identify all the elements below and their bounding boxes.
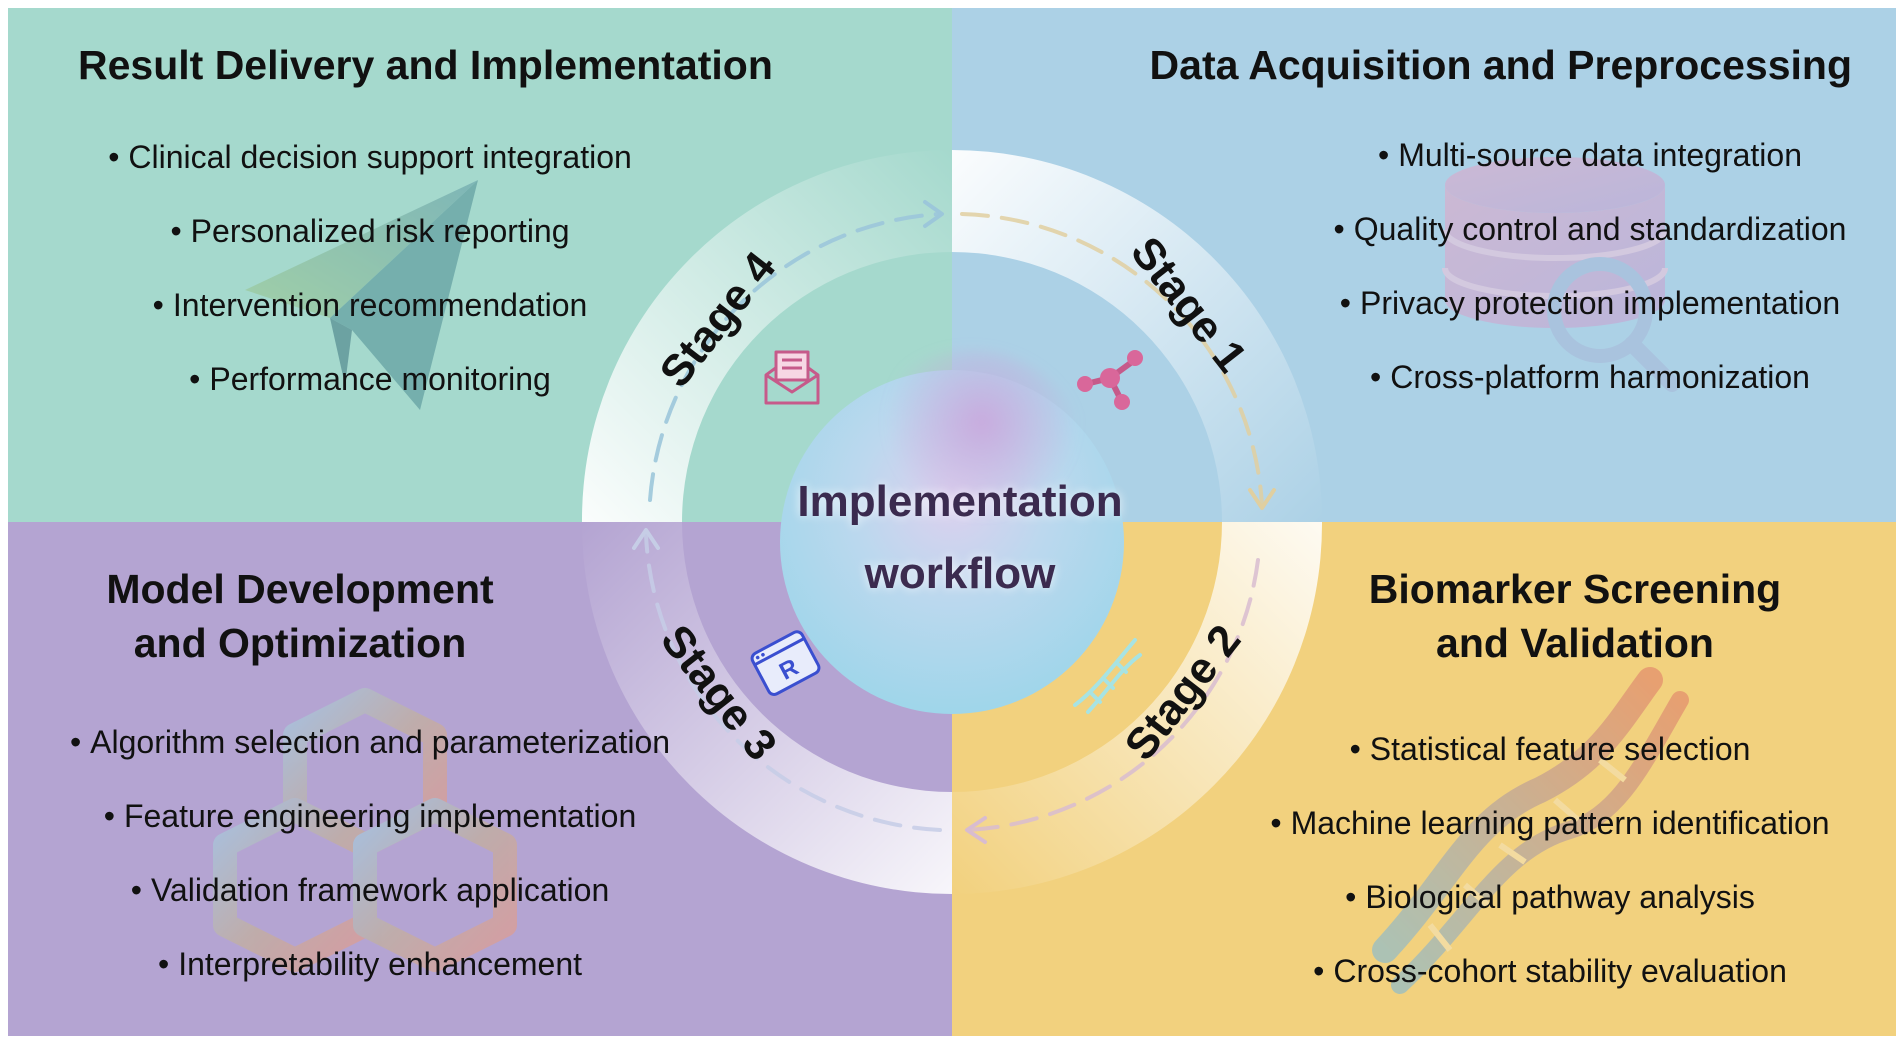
list-item: •Feature engineering implementation [103, 798, 637, 834]
network-icon [1077, 350, 1143, 410]
list-item: •Quality control and standardization [1333, 211, 1847, 247]
cubes-icon [213, 688, 517, 972]
list-item: •Cross-cohort stability evaluation [1313, 953, 1787, 989]
list-item: •Biological pathway analysis [1345, 879, 1755, 915]
r-window-icon: R [750, 630, 821, 696]
title-biomarker-screening: Biomarker Screening and Validation [1335, 562, 1815, 670]
dna-small-icon [1073, 638, 1142, 714]
center-title-line2: workflow [864, 549, 1056, 598]
arrow-stage-4 [648, 212, 942, 502]
list-model-development: •Algorithm selection and parameterizatio… [20, 705, 720, 1001]
list-item: •Personalized risk reporting [170, 213, 570, 249]
list-item: •Intervention recommendation [152, 287, 588, 323]
arrowhead-stage-2 [965, 816, 987, 844]
title-model-development-line2: and Optimization [133, 620, 467, 666]
ring-segment-stage-4 [581, 150, 952, 522]
arrow-stage-2 [966, 558, 1260, 832]
arrow-stage-1 [960, 212, 1264, 507]
title-data-acquisition: Data Acquisition and Preprocessing [1149, 42, 1852, 88]
title-result-delivery: Result Delivery and Implementation [78, 42, 773, 88]
list-data-acquisition: •Multi-source data integration •Quality … [1280, 118, 1900, 414]
arrowhead-stage-3 [632, 528, 660, 550]
list-item: •Statistical feature selection [1349, 731, 1751, 767]
ring-segment-stage-1 [952, 150, 1323, 522]
list-result-delivery: •Clinical decision support integration •… [40, 120, 700, 416]
database-search-icon [1442, 157, 1680, 392]
arrowhead-stage-1 [1248, 488, 1276, 510]
list-biomarker-screening: •Statistical feature selection •Machine … [1225, 712, 1875, 1008]
center-title-line1: Implementation [797, 477, 1123, 526]
title-biomarker-screening-line1: Biomarker Screening [1368, 566, 1782, 612]
list-item: •Algorithm selection and parameterizatio… [69, 724, 671, 760]
list-item: •Clinical decision support integration [108, 139, 632, 175]
mail-icon [764, 350, 820, 405]
ring-segment-stage-3 [581, 522, 952, 894]
list-item: •Privacy protection implementation [1339, 285, 1841, 321]
arrowhead-stage-4 [923, 200, 944, 228]
center-sphere-highlight [850, 350, 1090, 590]
paper-plane-icon [245, 180, 478, 410]
ring-segment-stage-2 [952, 522, 1323, 895]
list-item: •Interpretability enhancement [158, 946, 582, 982]
title-model-development: Model Development and Optimization [60, 562, 540, 670]
dna-icon [1372, 667, 1689, 994]
title-model-development-line1: Model Development [106, 566, 494, 612]
list-item: •Multi-source data integration [1378, 137, 1802, 173]
list-item: •Performance monitoring [189, 361, 551, 397]
center-title: Implementation workflow [780, 466, 1140, 610]
list-item: •Machine learning pattern identification [1270, 805, 1830, 841]
list-item: •Validation framework application [130, 872, 610, 908]
arrow-stage-3 [644, 533, 942, 832]
list-item: •Cross-platform harmonization [1370, 359, 1810, 395]
title-biomarker-screening-line2: and Validation [1436, 620, 1714, 666]
